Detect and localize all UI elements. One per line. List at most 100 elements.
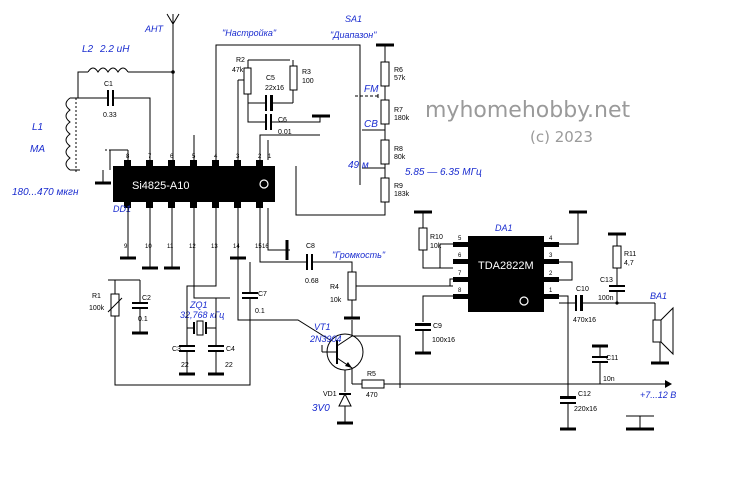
band-sv: СВ xyxy=(364,119,378,130)
c7-ref: C7 xyxy=(258,291,267,298)
ic2-pin-3: 3 xyxy=(549,253,553,259)
speaker-ba1 xyxy=(652,303,674,362)
resistor-r9 xyxy=(380,177,390,203)
c8-ref: C8 xyxy=(306,243,315,250)
ic1-pin-14: 14 xyxy=(233,244,240,250)
resistor-r10 xyxy=(418,227,428,251)
ic2-pin-4: 4 xyxy=(549,236,553,242)
band-switch-contacts xyxy=(355,94,385,169)
r4-ref: R4 xyxy=(330,284,339,291)
ic-tda2822m xyxy=(453,236,559,312)
ic1-pin-11: 11 xyxy=(167,244,174,250)
ic1-pin-12: 12 xyxy=(189,244,196,250)
ic2-pin-7: 7 xyxy=(458,271,462,277)
vt1-part: 2N3904 xyxy=(309,334,342,344)
coil-l2 xyxy=(77,67,173,98)
r6-ref: R6 xyxy=(394,67,403,74)
ic2-pin-8: 8 xyxy=(458,288,462,294)
r7-value: 180k xyxy=(394,115,410,122)
capacitor-c2 xyxy=(132,280,148,332)
c2-value: 0.1 xyxy=(138,316,148,323)
ic2-part: TDA2822M xyxy=(478,260,534,272)
c13-value: 100n xyxy=(598,295,614,302)
band-switch-label: "Диапазон" xyxy=(330,30,377,40)
resistor-r5 xyxy=(361,379,400,389)
vd1-value: 3V0 xyxy=(312,403,330,414)
c9-ref: C9 xyxy=(433,323,442,330)
capacitor-c11 xyxy=(592,356,608,384)
ic-si4825 xyxy=(113,160,275,208)
potentiometer-r4 xyxy=(347,271,450,318)
crystal-zq1 xyxy=(186,298,217,336)
c1-value: 0.33 xyxy=(103,112,117,119)
r8-ref: R8 xyxy=(394,146,403,153)
c5-value: 22x16 xyxy=(265,85,284,92)
r11-ref: R11 xyxy=(624,251,636,258)
ic1-pin-6: 6 xyxy=(170,154,174,160)
c4-ref: C4 xyxy=(226,346,235,353)
c11-ref: C11 xyxy=(606,355,618,362)
watermark-site: myhomehobby.net xyxy=(425,98,631,123)
ic2-ref: DA1 xyxy=(495,223,513,233)
coil-l1 xyxy=(65,97,80,172)
capacitor-c7 xyxy=(242,262,258,320)
vt1-ref: VT1 xyxy=(314,322,331,332)
resistor-r11 xyxy=(612,245,622,269)
tuning-label: "Настройка" xyxy=(222,28,277,38)
antenna xyxy=(166,13,180,74)
vd1-ref: VD1 xyxy=(323,391,337,398)
c12-ref: C12 xyxy=(578,391,591,398)
l2-value: 2.2 uH xyxy=(99,44,130,55)
r9-ref: R9 xyxy=(394,183,403,190)
c10-ref: C10 xyxy=(576,286,589,293)
ic1-pin-8: 8 xyxy=(126,154,130,160)
ic2-pin-1: 1 xyxy=(549,288,553,294)
c8-value: 0.68 xyxy=(305,278,319,285)
r5-value: 470 xyxy=(366,392,378,399)
r7-ref: R7 xyxy=(394,107,403,114)
c9-value: 100x16 xyxy=(432,337,455,344)
capacitor-c13 xyxy=(609,285,625,303)
r5-ref: R5 xyxy=(367,371,376,378)
l1-ref: L1 xyxy=(32,122,43,133)
r8-value: 80k xyxy=(394,154,406,161)
r10-value: 10k xyxy=(430,243,442,250)
watermark-copyright: (c) 2023 xyxy=(530,128,593,146)
ic1-pin-1: 1 xyxy=(268,154,272,160)
r4-value: 10k xyxy=(330,297,342,304)
capacitor-c9 xyxy=(415,323,431,352)
c13-ref: C13 xyxy=(600,277,613,284)
potentiometer-r2 xyxy=(238,59,290,110)
resistor-r8 xyxy=(380,139,390,165)
band-fm: FM xyxy=(364,84,379,95)
ic1-pin-13: 13 xyxy=(211,244,218,250)
c2-ref: C2 xyxy=(142,295,151,302)
c6-ref: C6 xyxy=(278,117,287,124)
r1-value: 100k xyxy=(89,305,105,312)
r10-ref: R10 xyxy=(430,234,443,241)
r11-value: 4,7 xyxy=(624,260,634,267)
c12-value: 220x16 xyxy=(574,406,597,413)
ic1-pin-10: 10 xyxy=(145,244,152,250)
c1-ref: C1 xyxy=(104,81,113,88)
r2-ref: R2 xyxy=(236,57,245,64)
r3-ref: R3 xyxy=(302,69,311,76)
l2-ref: L2 xyxy=(82,44,94,55)
ic1-pin-16: 16 xyxy=(262,244,269,250)
c3-value: 22 xyxy=(181,362,189,369)
transistor-vt1 xyxy=(322,320,364,384)
sa1-ref: SA1 xyxy=(345,14,362,24)
r1-ref: R1 xyxy=(92,293,101,300)
ic2-pin-2: 2 xyxy=(549,271,553,277)
l1-band: MA xyxy=(30,144,45,155)
capacitor-c8 xyxy=(306,254,353,272)
volume-label: "Громкость" xyxy=(332,250,386,260)
zq1-value: 32,768 кГц xyxy=(180,310,224,320)
ic1-pin-15: 15 xyxy=(255,244,262,250)
capacitor-c10 xyxy=(559,295,655,311)
power-label: +7...12 В xyxy=(640,390,676,400)
resistor-r7 xyxy=(380,99,390,125)
c11-value: 10n xyxy=(603,376,615,383)
capacitor-c1 xyxy=(78,90,151,150)
